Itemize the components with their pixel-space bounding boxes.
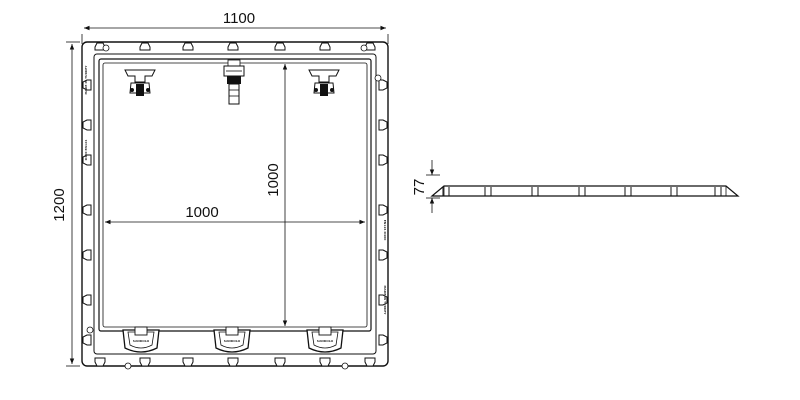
frame-lug [378, 294, 388, 306]
frame-lug [82, 119, 92, 131]
screw-hole [86, 326, 94, 334]
inner-height-dimension: 1000 [265, 63, 288, 326]
right-lock-icon [308, 69, 340, 96]
overall-height-dimension: 1200 [51, 41, 80, 367]
profile-lug [670, 187, 678, 197]
lifting-handle-icon: SANDOLO [122, 326, 160, 353]
frame-lug [378, 154, 388, 166]
frame-lug [139, 42, 151, 51]
handle-label: SANDOLO [133, 339, 150, 343]
frame-lug [94, 357, 106, 367]
frame-lug [274, 42, 286, 51]
overall-width-label: 1100 [223, 10, 255, 27]
frame-markings: MADE IN TURKEY D400 EN124 EN124 D400 MAD… [84, 65, 387, 316]
profile-lug [442, 187, 450, 197]
frame-lug [378, 204, 388, 216]
frame-lugs [82, 42, 388, 370]
handle-label: SANDOLO [224, 339, 241, 343]
marking-left-mid: D400 EN124 [84, 140, 88, 161]
profile-view [430, 185, 740, 197]
frame-lug [364, 357, 376, 367]
profile-lugs [442, 187, 722, 197]
frame-lug [319, 357, 331, 367]
profile-lug [624, 187, 632, 197]
lifting-handle-icon: SANDOLO [213, 326, 251, 353]
frame-lug [378, 79, 388, 91]
screw-hole [102, 44, 110, 52]
screw-hole [341, 362, 349, 370]
profile-lug [714, 187, 722, 197]
left-lock-icon [124, 69, 156, 96]
frame-lug [82, 79, 92, 91]
frame-lug [182, 42, 194, 51]
handle-label: SANDOLO [317, 339, 334, 343]
frame-lug [82, 204, 92, 216]
profile-height-label: 77 [411, 179, 428, 196]
marking-right-low: MADE IN TURKEY [383, 286, 387, 316]
center-latch-icon [223, 59, 245, 105]
frame-lug [227, 42, 239, 51]
lifting-handles: SANDOLO SANDOLO SANDOLO [122, 326, 344, 353]
frame-lug [274, 357, 286, 367]
frame-lug [182, 357, 194, 367]
inner-width-dimension: 1000 [105, 204, 365, 225]
frame-lug [319, 42, 331, 51]
profile-height-dimension: 77 [411, 160, 440, 213]
frame-lug [82, 154, 92, 166]
frame-lug [139, 357, 151, 367]
frame-lug [82, 294, 92, 306]
inner-width-label: 1000 [185, 204, 218, 221]
overall-height-label: 1200 [51, 188, 68, 221]
frame-lug [378, 334, 388, 346]
frame-lug [227, 357, 239, 367]
profile-lug [531, 187, 539, 197]
marking-right-mid: EN124 D400 [383, 220, 387, 241]
frame-lug [378, 249, 388, 261]
screw-hole [124, 362, 132, 370]
frame-lug [82, 334, 92, 346]
overall-width-dimension: 1100 [81, 10, 389, 44]
frame-lug [82, 249, 92, 261]
screw-hole [374, 74, 382, 82]
marking-left-top: MADE IN TURKEY [84, 65, 88, 95]
frame-lug [378, 119, 388, 131]
profile-lug [484, 187, 492, 197]
lifting-handle-icon: SANDOLO [306, 326, 344, 353]
screw-hole [360, 44, 368, 52]
inner-height-label: 1000 [265, 163, 282, 196]
profile-lug [578, 187, 586, 197]
